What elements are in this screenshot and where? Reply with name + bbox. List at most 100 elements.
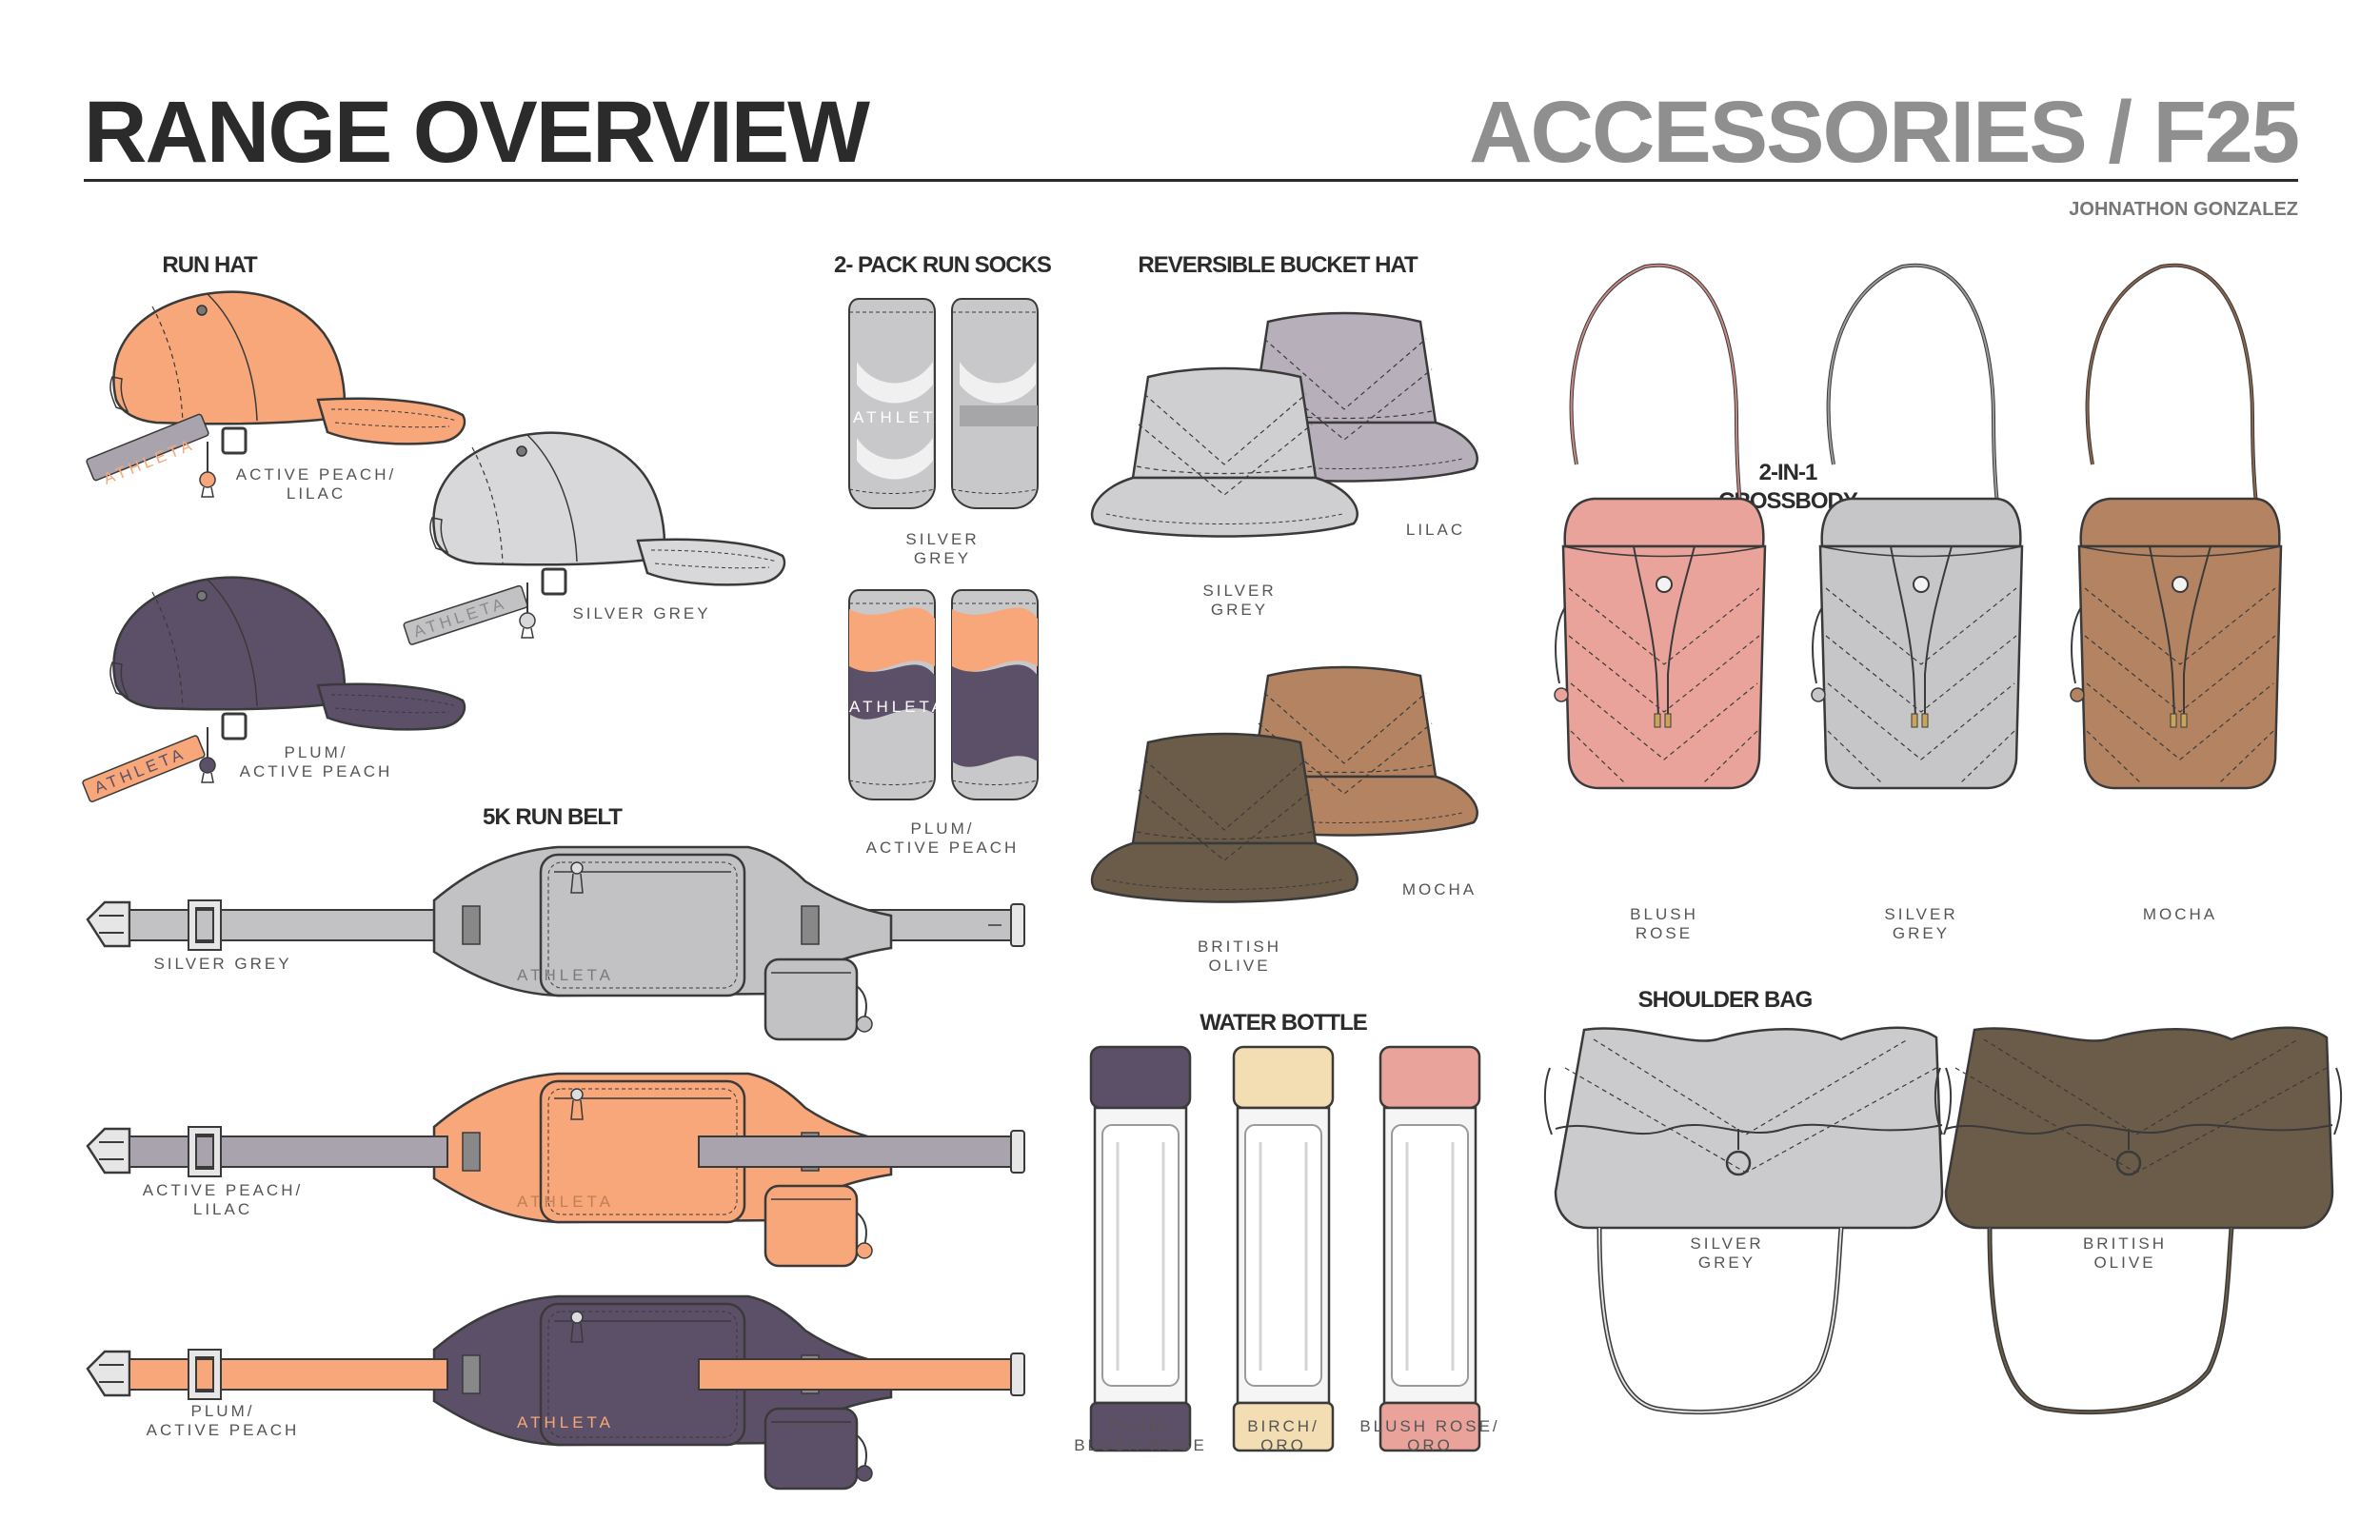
shoulder-bag-title: SHOULDER BAG	[1638, 987, 1813, 1013]
run-belt-plum-drawing	[86, 1294, 1026, 1491]
bucket-hat-label: BRITISH	[1198, 938, 1281, 956]
sock-pattern	[857, 438, 933, 480]
water-bottle-blush-rose: BLUSH ROSE/ ORO	[1359, 1045, 1499, 1454]
run-belt-silver-grey: ATHLETA SILVER GREY	[86, 845, 1026, 1041]
bucket-hat-label: LILAC	[1406, 521, 1465, 539]
shoulder-bag-strap	[1598, 1227, 1842, 1413]
socks-label: PLUM/	[911, 819, 975, 838]
crossbody-label: GREY	[1893, 924, 1950, 942]
bucket-hat-title: REVERSIBLE BUCKET HAT	[1138, 252, 1418, 278]
run-belt-strap	[698, 1358, 1012, 1391]
sock-pattern	[960, 362, 1036, 404]
socks-label: SILVER	[905, 530, 979, 548]
run-belt-buckle	[188, 1126, 222, 1177]
water-bottle-label: PLUM/	[1109, 1417, 1173, 1435]
shoulder-bag-label: SILVER	[1690, 1234, 1763, 1253]
bucket-hat-pair-grey-lilac: SILVER GREY LILAC	[1090, 311, 1478, 619]
shoulder-bag-british-olive-drawing	[1934, 1026, 2343, 1230]
bucket-hat-pair-olive-mocha: BRITISH OLIVE MOCHA	[1090, 665, 1478, 975]
run-hat-label: PLUM/	[285, 743, 348, 761]
collection-title: ACCESSORIES / F25	[1469, 84, 2298, 181]
bucket-hat-label: SILVER	[1202, 582, 1276, 600]
run-belt-plum: ATHLETA PLUM/ ACTIVE PEACH	[86, 1294, 1026, 1491]
run-hat-title: RUN HAT	[162, 252, 258, 278]
sock-right	[951, 298, 1039, 509]
run-hat-strap	[86, 413, 209, 482]
run-belt-active-peach-drawing	[86, 1072, 1026, 1268]
crossbody-label: ROSE	[1636, 924, 1693, 942]
water-bottle-title: WATER BOTTLE	[1200, 1010, 1368, 1036]
shoulder-bag-strap	[1989, 1227, 2232, 1413]
run-belt-brand: ATHLETA	[517, 1413, 614, 1431]
crossbody-label: SILVER	[1884, 905, 1957, 923]
sock-pattern	[849, 664, 935, 720]
run-belt-label: PLUM/	[191, 1402, 255, 1420]
run-hat-strap-brand: ATHLETA	[92, 744, 189, 798]
run-belt-brand: ATHLETA	[517, 1193, 614, 1211]
crossbody-label: BLUSH	[1630, 905, 1698, 923]
water-bottle-label: BIRCH/	[1247, 1417, 1319, 1435]
shoulder-bag-label: GREY	[1698, 1254, 1755, 1272]
crossbody-mocha-drawing	[2069, 263, 2283, 790]
run-belt-strap	[129, 1358, 448, 1391]
socks-label: ACTIVE PEACH	[866, 839, 1020, 857]
sock-pattern	[952, 664, 1038, 767]
sock-pattern	[952, 607, 1038, 672]
run-belt-silver-grey-drawing	[86, 845, 1026, 1041]
crossbody-silver-grey: SILVER GREY	[1810, 263, 2024, 942]
bucket-hat-label: MOCHA	[1402, 880, 1477, 898]
run-belt-brand: ATHLETA	[517, 966, 614, 984]
shoulder-bag-label: BRITISH	[2083, 1234, 2167, 1253]
run-belt-strap	[698, 1135, 1012, 1168]
water-bottle-label: BLUSH ROSE	[1074, 1436, 1207, 1454]
run-hat-strap	[82, 735, 206, 802]
sock-brand: ATHLETA	[853, 408, 950, 426]
run-belt-label: SILVER GREY	[153, 955, 291, 973]
water-bottle-label: ORO	[1260, 1436, 1306, 1454]
crossbody-blush-rose-drawing	[1553, 263, 1767, 790]
run-hat-label: LILAC	[287, 484, 346, 503]
run-hat-active-peach: ATHLETA ACTIVE PEACH/ LILAC	[86, 290, 466, 503]
sock-brand: ATHLETA	[849, 698, 946, 716]
run-hat-label: SILVER GREY	[572, 604, 710, 622]
water-bottle-label: BLUSH ROSE/	[1359, 1417, 1499, 1435]
run-belt-buckle	[188, 1349, 222, 1400]
bucket-hat-label: OLIVE	[1208, 957, 1270, 975]
run-belt-label: LILAC	[193, 1200, 252, 1218]
socks-plum-active-peach: ATHLETA PLUM/ ACTIVE PEACH	[848, 589, 1039, 857]
water-bottle-birch: BIRCH/ ORO	[1232, 1045, 1335, 1454]
water-bottle-plum-drawing	[1089, 1045, 1192, 1452]
crossbody-label: MOCHA	[2143, 905, 2217, 923]
bucket-hat-label: GREY	[1211, 601, 1268, 619]
run-hat-silver-grey: ATHLETA SILVER GREY	[403, 431, 786, 645]
socks-title: 2- PACK RUN SOCKS	[834, 252, 1052, 278]
sock-pattern	[857, 362, 933, 404]
socks-label: GREY	[914, 549, 971, 567]
crossbody-blush-rose: BLUSH ROSE	[1553, 263, 1767, 942]
run-hat-label: ACTIVE PEACH	[240, 762, 393, 780]
water-bottle-label: ORO	[1407, 1436, 1453, 1454]
run-hat-plum: ATHLETA PLUM/ ACTIVE PEACH	[82, 576, 466, 802]
crossbody-silver-grey-drawing	[1810, 263, 2024, 790]
sock-stripe	[960, 405, 1038, 426]
header-divider	[84, 179, 2298, 182]
socks-silver-grey: ATHLETA SILVER GREY	[848, 298, 1039, 567]
run-belt-strap	[129, 1135, 448, 1168]
crossbody-mocha: MOCHA	[2069, 263, 2283, 923]
shoulder-bag-label: OLIVE	[2093, 1254, 2155, 1272]
sock-pattern	[849, 607, 935, 672]
designer-name: JOHNATHON GONZALEZ	[2069, 199, 2298, 220]
run-belt-title: 5K RUN BELT	[483, 804, 623, 830]
water-bottle-birch-drawing	[1232, 1045, 1335, 1452]
water-bottle-plum: PLUM/ BLUSH ROSE	[1074, 1045, 1207, 1454]
run-belt-label: ACTIVE PEACH	[147, 1421, 300, 1439]
shoulder-bag-silver-grey-drawing	[1543, 1026, 1953, 1230]
crossbody-title: 2-IN-1	[1759, 460, 1817, 485]
shoulder-bag-silver-grey: SILVER GREY	[1543, 1026, 1953, 1415]
run-belt-label: ACTIVE PEACH/	[143, 1181, 303, 1199]
shoulder-bag-british-olive: BRITISH OLIVE	[1934, 1026, 2343, 1415]
run-belt-active-peach: ATHLETA ACTIVE PEACH/ LILAC	[86, 1072, 1026, 1268]
page-title: RANGE OVERVIEW	[84, 84, 870, 181]
